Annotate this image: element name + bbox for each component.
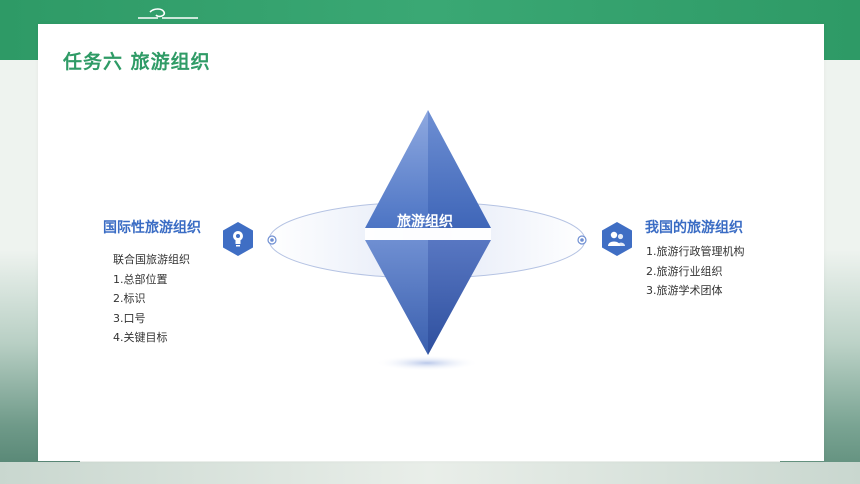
right-item-list: 1.旅游行政管理机构 2.旅游行业组织 3.旅游学术团体 <box>646 242 745 301</box>
left-hexagon-badge <box>223 222 253 256</box>
cloud-ornament-icon <box>138 8 198 19</box>
list-item: 3.口号 <box>113 311 146 325</box>
list-item: 3.旅游学术团体 <box>646 284 723 297</box>
users-icon <box>608 231 625 246</box>
list-item: 4.关键目标 <box>113 331 168 344</box>
center-label: 旅游组织 <box>397 214 453 230</box>
left-section-heading: 国际性旅游组织 <box>103 220 201 236</box>
list-item: 1.旅游行政管理机构 <box>646 245 745 258</box>
diamond-shadow <box>375 355 479 371</box>
list-item: 2.旅游行业组织 <box>646 264 723 278</box>
list-item: 2.标识 <box>113 292 146 305</box>
right-hexagon-badge <box>602 222 632 256</box>
list-item: 1.总部位置 <box>113 272 168 286</box>
list-item: 联合国旅游组织 <box>113 253 190 266</box>
slide-title: 任务六 旅游组织 <box>63 51 211 73</box>
lightbulb-icon <box>233 231 243 247</box>
right-section-heading: 我国的旅游组织 <box>645 220 743 236</box>
left-item-list: 联合国旅游组织 1.总部位置 2.标识 3.口号 4.关键目标 <box>113 250 190 348</box>
bottom-decoration-strip <box>0 462 860 484</box>
center-diamond <box>365 110 491 355</box>
